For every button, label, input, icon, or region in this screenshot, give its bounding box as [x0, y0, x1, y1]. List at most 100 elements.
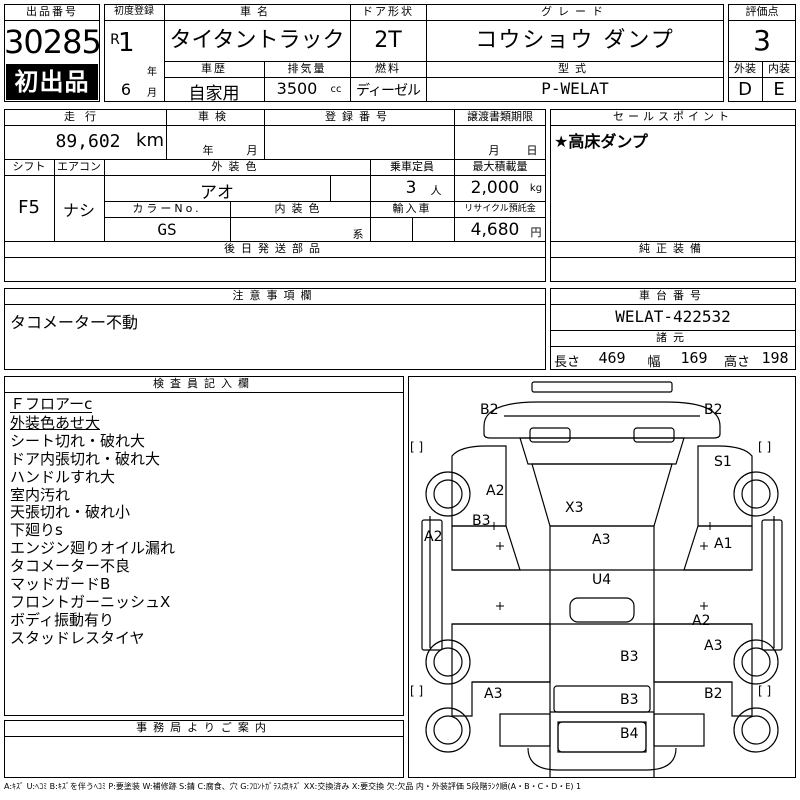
inspector-note: シート切れ・破れ大: [10, 431, 146, 450]
inspector-note: ドア内張切れ・破れ大: [10, 449, 161, 468]
bracket-left-bottom: [ ]: [410, 684, 424, 698]
door-type-label: ドア形状: [362, 5, 414, 18]
inspector-note: マッドガードB: [10, 575, 111, 593]
damage-diagram-box: [408, 376, 796, 778]
damage-label-b3-bed: B3: [620, 649, 639, 665]
interior-score: E: [773, 79, 785, 100]
damage-label-a2-front-left: A2: [486, 483, 505, 499]
inspector-note: 外装色あせ大: [10, 413, 101, 432]
displacement-label: 排気量: [287, 62, 327, 75]
inspector-note: ハンドルすれ大: [10, 467, 116, 486]
damage-label-a1: A1: [714, 536, 733, 552]
lot-number: 30285: [4, 23, 100, 61]
later-parts-label: 後日発送部品: [224, 242, 326, 255]
exterior-color-label: 外装色: [211, 160, 263, 173]
yen-unit: 円: [530, 226, 542, 239]
damage-label-s1: S1: [714, 454, 732, 470]
color-number-label: カラーNo.: [132, 202, 202, 215]
dimensions-label: 諸元: [656, 331, 690, 344]
truck-diagram: [421, 381, 783, 778]
lot-number-label: 出品番号: [26, 5, 78, 18]
inspector-note: 天張切れ・破れ小: [10, 503, 131, 522]
lot-number-box: [4, 4, 100, 102]
damage-label-x3: X3: [565, 500, 584, 516]
inspection-month-unit: 月: [246, 144, 258, 157]
genuine-equipment-label: 純正装備: [639, 242, 707, 255]
inspector-note: スタッドレスタイヤ: [10, 628, 145, 647]
chassis-label: 車台番号: [639, 289, 707, 302]
era-mark: R: [110, 32, 120, 48]
first-registration-month: 6: [120, 80, 132, 99]
bracket-right-top: [ ]: [758, 440, 772, 454]
damage-label-a3-left-rear: A3: [484, 686, 503, 702]
interior-color-unit: 系: [352, 228, 364, 241]
inspector-note: エンジン廻りオイル漏れ: [10, 539, 176, 558]
vehicle-info-grid: [104, 4, 724, 102]
sales-point: ★高床ダンプ: [554, 132, 648, 151]
history-label: 車歴: [201, 62, 227, 75]
bracket-right-bottom: [ ]: [758, 684, 772, 698]
legend: A:ｷｽﾞ U:ﾍｺﾐ B:ｷｽﾞを伴うﾍｺﾐ P:要塗装 W:補修跡 S:錆 …: [4, 782, 582, 791]
damage-label-a3-center: A3: [592, 532, 611, 548]
sales-point-box: [550, 109, 796, 282]
recycle-fee: 4,680: [470, 220, 520, 240]
grade: コウショウ ダンプ: [475, 28, 675, 53]
caution-box: [4, 288, 546, 370]
kg-unit: kg: [529, 183, 543, 194]
exterior-label: 外装: [734, 62, 756, 75]
shift-label: シフト: [12, 160, 46, 173]
vehicle-history: 自家用: [188, 84, 240, 104]
max-load: 2,000: [470, 178, 520, 198]
transfer-month-unit: 月: [488, 144, 500, 157]
first-registration-year: 1: [118, 28, 134, 58]
inspector-note: ボディ振動有り: [10, 610, 114, 629]
height-label: 高さ: [723, 355, 750, 370]
first-listing-badge: [6, 64, 98, 100]
inspector-note: タコメーター不良: [10, 557, 131, 576]
caution-label: 注意事項欄: [232, 289, 318, 302]
caution-note: タコメーター不動: [10, 313, 139, 332]
damage-label-b2-front-left: B2: [480, 402, 499, 418]
person-unit: 人: [430, 184, 442, 197]
mileage: 89,602: [55, 131, 121, 152]
interior-color-label: 内装色: [274, 202, 326, 215]
aircon-label: エアコン: [57, 160, 101, 173]
displacement: 3500: [276, 79, 318, 98]
damage-label-b4: B4: [620, 726, 639, 742]
fuel-type: ディーゼル: [355, 83, 421, 99]
aircon-value: ナシ: [62, 201, 95, 220]
damage-label-a2-left-side: A2: [424, 529, 443, 545]
inspector-note: フロントガーニッシュX: [10, 592, 171, 611]
office-label: 事務局よりご案内: [136, 721, 272, 734]
transfer-day-unit: 日: [526, 144, 538, 157]
car-name-label: 車名: [240, 5, 274, 18]
length-value: 469: [598, 349, 626, 367]
sales-point-label: セールスポイント: [613, 110, 733, 123]
inspection-year-unit: 年: [202, 144, 214, 157]
inspector-note: 室内汚れ: [10, 485, 71, 504]
damage-label-a2-right: A2: [692, 613, 711, 629]
registration-number-label: 登録番号: [325, 110, 393, 123]
max-load-label: 最大積載量: [472, 160, 528, 173]
month-unit: 月: [147, 88, 157, 99]
bracket-left-top: [ ]: [410, 440, 424, 454]
model-code: P-WELAT: [541, 79, 609, 98]
inspector-note: Ｆフロアーc: [10, 395, 93, 413]
first-registration-label: 初度登録: [114, 6, 154, 17]
damage-label-b2-front-right: B2: [704, 402, 723, 418]
grade-label: グレード: [541, 5, 609, 18]
overall-score: 3: [753, 24, 771, 57]
score-label: 評価点: [745, 5, 779, 18]
width-value: 169: [680, 349, 708, 367]
mileage-label: 走行: [64, 110, 106, 123]
length-label: 長さ: [554, 355, 581, 370]
first-listing-text: 初出品: [14, 68, 90, 96]
exterior-score: D: [738, 79, 752, 100]
capacity: 3: [405, 178, 417, 198]
inspector-note: 下廻りs: [10, 521, 63, 540]
import-label: 輸入車: [392, 202, 432, 215]
exterior-color: アオ: [200, 183, 234, 203]
damage-label-u4: U4: [592, 572, 612, 588]
damage-label-b3-left-door: B3: [472, 513, 491, 529]
capacity-label: 乗車定員: [390, 160, 434, 173]
